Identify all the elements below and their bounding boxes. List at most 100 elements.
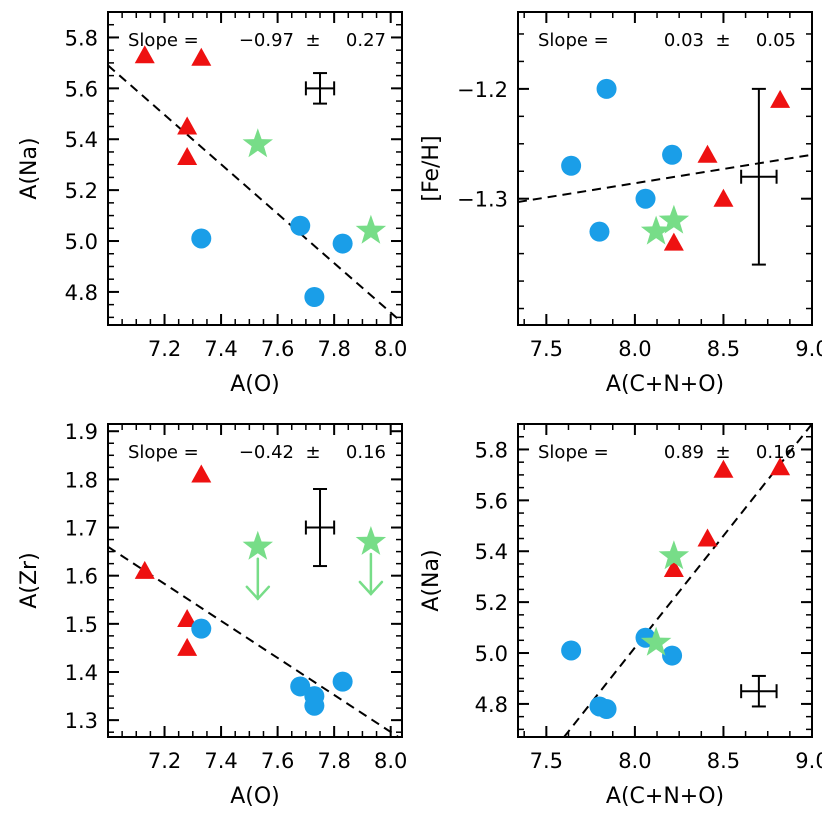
x-tick-label: 7.5 bbox=[530, 337, 563, 361]
data-point-circle bbox=[191, 228, 212, 249]
data-point-star bbox=[355, 214, 387, 244]
y-tick-label: 1.9 bbox=[65, 420, 98, 444]
data-point-star bbox=[640, 626, 672, 656]
upper-limit-arrow bbox=[358, 552, 384, 596]
x-tick-label: 7.8 bbox=[317, 749, 350, 773]
data-point-circle bbox=[290, 676, 311, 697]
x-axis-label: A(O) bbox=[230, 372, 280, 397]
y-tick-label: 5.6 bbox=[65, 77, 98, 101]
data-point-triangle bbox=[134, 560, 155, 579]
fit-line bbox=[518, 153, 812, 203]
y-tick-label: 1.4 bbox=[65, 661, 98, 685]
data-point-circle bbox=[662, 645, 683, 666]
slope-label: Slope = bbox=[538, 30, 609, 51]
data-point-star bbox=[355, 526, 387, 555]
y-tick-label: 5.4 bbox=[65, 128, 98, 152]
y-axis-label: [Fe/H] bbox=[419, 135, 444, 201]
data-point-triangle bbox=[697, 528, 718, 547]
data-point-circle bbox=[589, 221, 610, 242]
data-point-circle bbox=[561, 640, 582, 661]
y-tick-label: 5.0 bbox=[65, 230, 98, 254]
slope-value: −0.97 bbox=[239, 30, 294, 51]
plus-minus-sign: ± bbox=[305, 30, 320, 51]
plot-frame bbox=[517, 423, 813, 738]
plus-minus-sign: ± bbox=[715, 30, 730, 51]
data-point-triangle bbox=[713, 188, 734, 207]
x-tick-label: 7.8 bbox=[317, 337, 350, 361]
y-tick-label: 5.6 bbox=[475, 489, 508, 513]
y-tick-label: 4.8 bbox=[65, 281, 98, 305]
data-point-circle bbox=[596, 699, 617, 720]
x-tick-label: 9.0 bbox=[795, 337, 822, 361]
y-tick-label: 1.7 bbox=[65, 517, 98, 541]
data-point-circle bbox=[635, 188, 656, 209]
y-tick-label: 5.2 bbox=[475, 591, 508, 615]
panel-4: 7.58.08.59.04.85.05.25.45.65.8A(C+N+O)A(… bbox=[419, 423, 822, 809]
plot-frame bbox=[107, 11, 403, 326]
x-tick-label: 8.0 bbox=[618, 337, 651, 361]
data-point-circle bbox=[304, 695, 325, 716]
fit-line bbox=[108, 545, 401, 737]
slope-value: 0.89 bbox=[664, 442, 704, 463]
data-point-circle bbox=[304, 287, 325, 308]
x-tick-label: 9.0 bbox=[795, 749, 822, 773]
slope-value: 0.03 bbox=[664, 30, 704, 51]
data-point-triangle bbox=[713, 459, 734, 478]
data-point-circle bbox=[191, 618, 212, 639]
plot-frame bbox=[107, 423, 403, 738]
slope-value: −0.42 bbox=[239, 442, 294, 463]
y-tick-label: 1.5 bbox=[65, 613, 98, 637]
error-bar bbox=[304, 72, 336, 105]
data-point-triangle bbox=[134, 45, 155, 64]
y-axis-label: A(Na) bbox=[17, 137, 42, 199]
x-axis-label: A(C+N+O) bbox=[606, 372, 724, 397]
data-point-triangle bbox=[663, 559, 684, 578]
data-point-star bbox=[658, 540, 690, 570]
data-point-circle bbox=[662, 144, 683, 165]
y-tick-label: 5.0 bbox=[475, 642, 508, 666]
y-axis-label: A(Zr) bbox=[17, 552, 42, 608]
x-tick-label: 8.0 bbox=[618, 749, 651, 773]
data-point-star bbox=[242, 530, 273, 560]
data-point-star bbox=[242, 128, 273, 158]
data-point-circle bbox=[561, 155, 582, 176]
data-point-triangle bbox=[663, 232, 684, 251]
slope-error: 0.27 bbox=[346, 30, 386, 51]
plus-minus-sign: ± bbox=[715, 442, 730, 463]
y-axis-label: A(Na) bbox=[419, 549, 444, 611]
y-tick-label: 5.2 bbox=[65, 179, 98, 203]
error-bar bbox=[304, 488, 336, 568]
x-tick-label: 7.4 bbox=[204, 749, 237, 773]
y-tick-label: 5.8 bbox=[475, 438, 508, 462]
x-tick-label: 8.0 bbox=[374, 337, 407, 361]
y-tick-label: 1.3 bbox=[65, 709, 98, 733]
x-tick-label: 7.5 bbox=[530, 749, 563, 773]
fit-line bbox=[563, 424, 812, 737]
x-axis-label: A(O) bbox=[230, 784, 280, 809]
data-point-circle bbox=[332, 671, 353, 692]
y-tick-label: 5.8 bbox=[65, 26, 98, 50]
data-point-star bbox=[640, 215, 672, 245]
data-point-triangle bbox=[191, 464, 212, 483]
plus-minus-sign: ± bbox=[305, 442, 320, 463]
y-tick-label: −1.3 bbox=[457, 188, 508, 212]
error-bar bbox=[740, 674, 778, 708]
data-point-triangle bbox=[191, 47, 212, 66]
data-point-triangle bbox=[770, 89, 791, 108]
y-tick-label: −1.2 bbox=[457, 78, 508, 102]
slope-label: Slope = bbox=[128, 30, 199, 51]
data-point-triangle bbox=[697, 144, 718, 163]
upper-limit-arrow bbox=[245, 557, 271, 601]
slope-error: 0.05 bbox=[756, 30, 796, 51]
x-tick-label: 8.0 bbox=[374, 749, 407, 773]
x-tick-label: 7.6 bbox=[261, 337, 294, 361]
fit-line bbox=[108, 64, 402, 324]
x-axis-label: A(C+N+O) bbox=[606, 784, 724, 809]
data-point-circle bbox=[332, 233, 353, 254]
data-point-triangle bbox=[770, 457, 791, 476]
y-tick-label: 1.6 bbox=[65, 565, 98, 589]
x-tick-label: 7.6 bbox=[261, 749, 294, 773]
data-point-circle bbox=[596, 78, 617, 99]
